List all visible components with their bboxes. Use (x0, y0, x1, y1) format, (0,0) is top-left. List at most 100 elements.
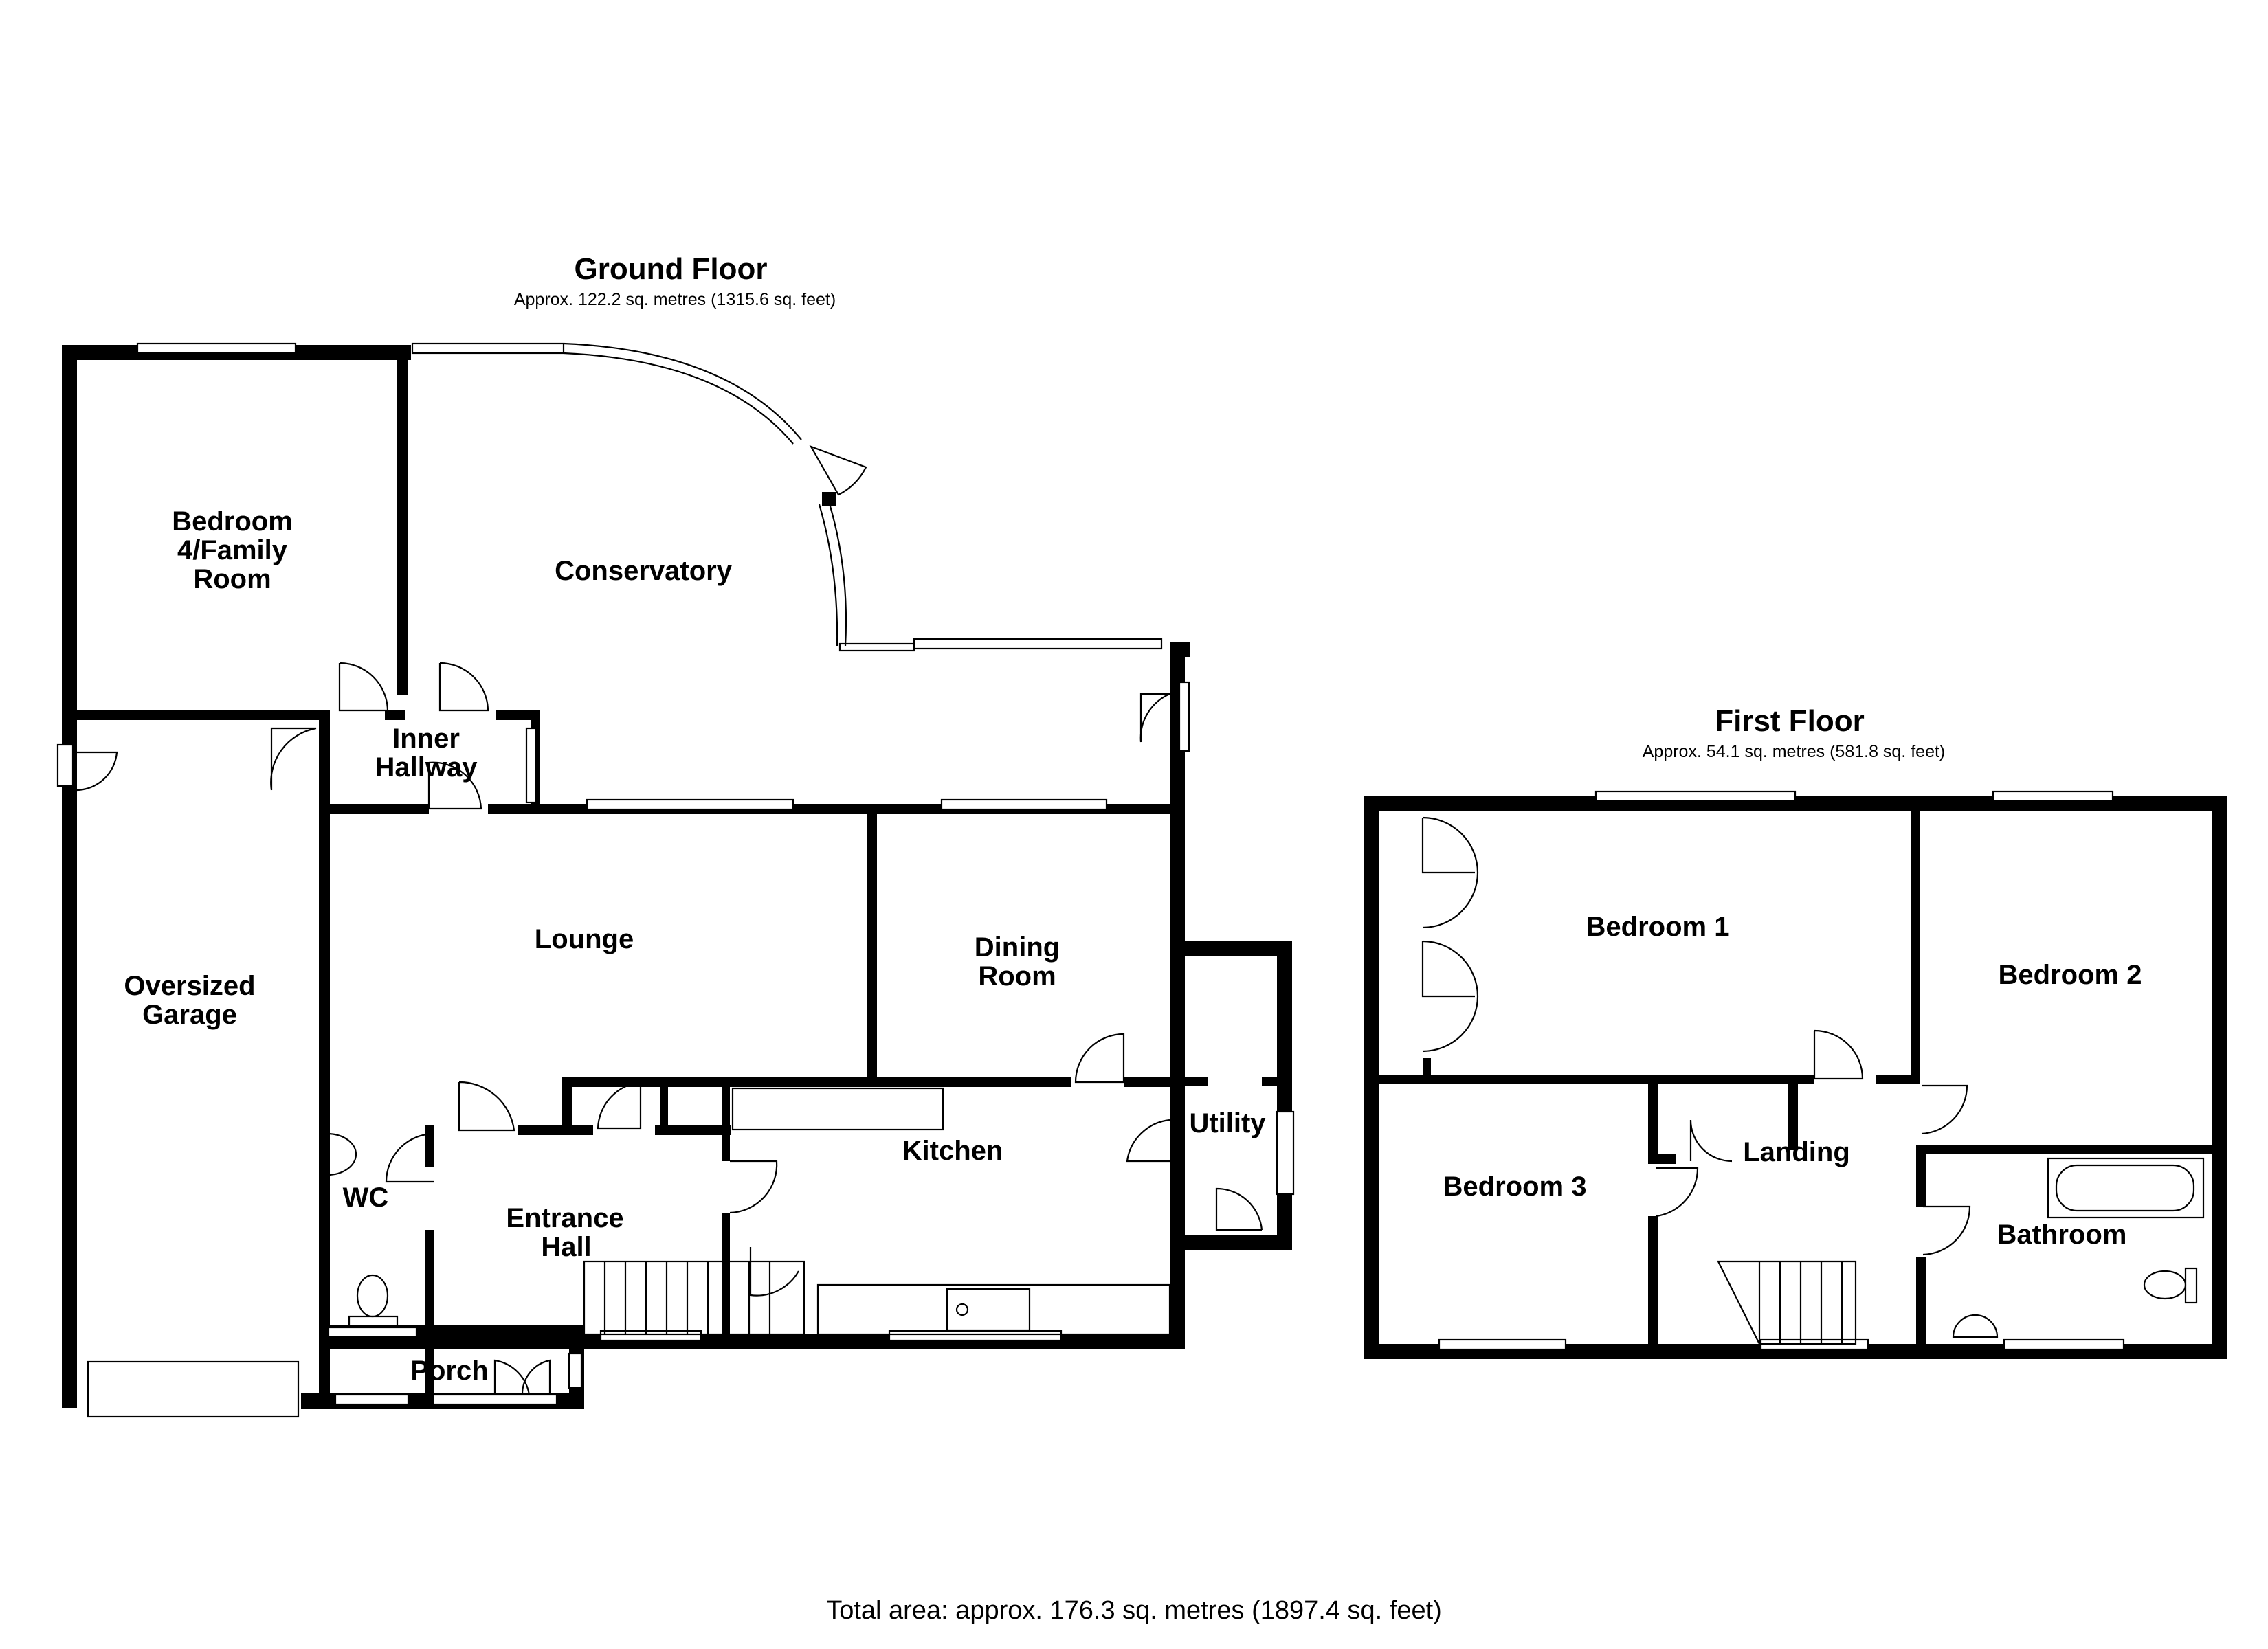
room-label-bedroom1: Bedroom 1 (1586, 912, 1730, 942)
wall (1170, 1141, 1185, 1161)
wall (62, 345, 77, 1408)
wall (1174, 1196, 1185, 1250)
wall (1170, 642, 1190, 657)
door-swing (1074, 1033, 1125, 1084)
wardrobe-door (1422, 940, 1479, 1053)
total-area: Total area: approx. 176.3 sq. metres (18… (826, 1596, 1442, 1625)
wall (1648, 1075, 1658, 1164)
window (525, 727, 537, 804)
basin-icon (326, 1132, 357, 1176)
room-label-entrance-hall-line1: Entrance (506, 1203, 623, 1233)
room-label-wc: WC (343, 1182, 389, 1213)
door-swing (1813, 1029, 1864, 1080)
wall (562, 1077, 572, 1132)
window (1594, 790, 1797, 803)
bath-icon (2047, 1157, 2205, 1219)
toilet-icon (2143, 1270, 2187, 1300)
window (940, 798, 1108, 811)
door-swing (1215, 1187, 1263, 1231)
room-label-porch: Porch (410, 1356, 488, 1386)
toilet-cistern (2184, 1267, 2198, 1304)
door-swing (729, 1160, 778, 1214)
ground-floor-plan (56, 342, 1295, 1418)
window (1438, 1338, 1567, 1351)
wall (822, 492, 836, 506)
bath-inner (2055, 1164, 2195, 1212)
wall (660, 1086, 668, 1127)
sink-icon (946, 1288, 1031, 1332)
conservatory-curved-window (563, 342, 802, 440)
door-swing (1139, 693, 1170, 743)
wall (425, 1125, 434, 1167)
conservatory-curved-window (827, 501, 847, 647)
wall (1788, 1075, 1798, 1150)
room-label-inner-hallway-line2: Hallway (375, 752, 478, 783)
room-label-conservatory: Conservatory (555, 556, 733, 586)
window (334, 1393, 410, 1406)
door-swing (1126, 1119, 1170, 1163)
room-label-lounge: Lounge (535, 924, 634, 954)
staircase (583, 1260, 805, 1336)
wall (1124, 1077, 1185, 1087)
wall (1648, 1154, 1676, 1164)
room-label-bedroom3: Bedroom 3 (1443, 1171, 1587, 1202)
toilet-icon (356, 1274, 389, 1318)
door-swing (1922, 1205, 1971, 1256)
wall (385, 710, 405, 720)
door-swing (270, 727, 317, 791)
window (568, 1352, 583, 1389)
window (327, 1326, 418, 1338)
room-label-bathroom: Bathroom (1997, 1220, 2127, 1250)
room-label-bedroom4-line2: 4/Family (177, 535, 288, 565)
room-label-dining-line1: Dining (975, 932, 1060, 963)
door-swing (438, 662, 489, 712)
wall (425, 1230, 434, 1393)
door-swing (521, 1359, 551, 1395)
wall (1170, 941, 1292, 956)
window (56, 743, 74, 787)
room-label-bedroom4-line3: Room (193, 564, 271, 594)
toilet-cistern (348, 1315, 399, 1327)
room-label-garage-line2: Garage (142, 1000, 237, 1030)
first-floor-title: First Floor (1715, 704, 1865, 738)
wall (1364, 796, 1379, 1359)
wall (1170, 642, 1185, 1349)
door-swing (76, 751, 118, 792)
room-label-landing: Landing (1743, 1137, 1850, 1167)
first-floor-plan (1364, 790, 2227, 1359)
staircase (1717, 1260, 1857, 1345)
wall (77, 710, 330, 720)
window (432, 1393, 558, 1406)
window (1178, 681, 1190, 752)
door-swing (749, 1247, 799, 1297)
wall (1423, 1058, 1431, 1079)
window (87, 1360, 300, 1418)
door-swing (493, 1359, 531, 1395)
door-swing (427, 761, 482, 810)
window (838, 642, 915, 652)
door-swing (597, 1081, 642, 1130)
wardrobe-door (1422, 816, 1479, 929)
wardrobe-door (1421, 818, 1475, 874)
room-label-utility: Utility (1189, 1108, 1266, 1138)
wardrobe-door (1421, 941, 1475, 998)
kitchen-worktop (731, 1087, 944, 1131)
door-swing (458, 1081, 515, 1132)
wall (397, 345, 408, 695)
door-swing (809, 445, 867, 496)
wall (1648, 1216, 1658, 1344)
wall (1916, 1145, 2219, 1154)
door-swing (338, 662, 389, 712)
room-label-bedroom4-line1: Bedroom (172, 506, 293, 537)
window (586, 798, 794, 811)
ground-floor-title: Ground Floor (574, 252, 767, 286)
room-label-inner-hallway-line1: Inner (392, 723, 460, 754)
window (888, 1330, 1063, 1342)
door-swing (385, 1132, 435, 1183)
sink-drain (955, 1303, 969, 1316)
window (599, 1330, 702, 1342)
window (136, 342, 297, 355)
door-swing (1656, 1167, 1699, 1218)
room-label-entrance-hall-line2: Hall (541, 1232, 591, 1262)
